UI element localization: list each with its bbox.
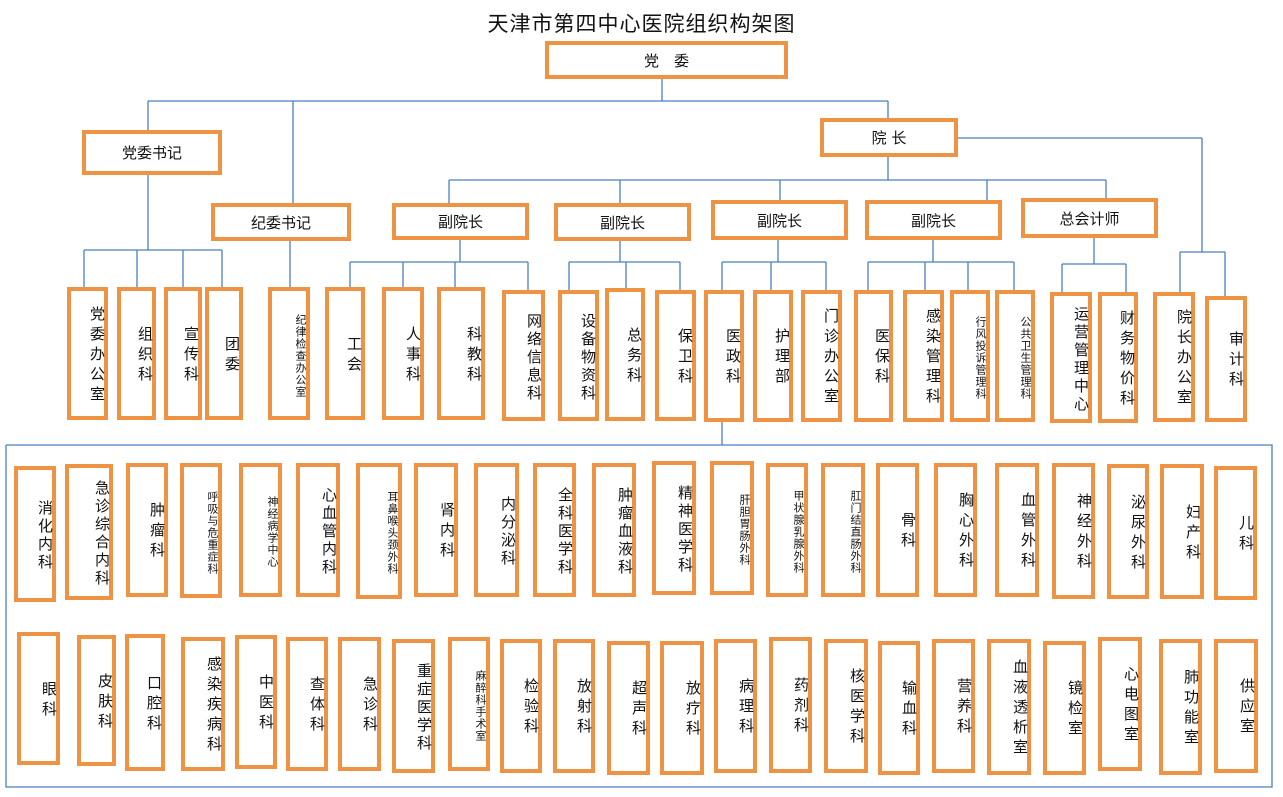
- party-committee-box: 党 委: [545, 41, 788, 79]
- party-unit: 团委: [205, 287, 243, 420]
- clinical-dept: 放射科: [553, 639, 595, 773]
- clinical-dept: 甲状腺乳腺外科: [766, 463, 808, 597]
- clinical-dept: 心血管内科: [296, 463, 340, 597]
- party-unit: 宣传科: [164, 287, 202, 420]
- clinical-dept: 骨科: [876, 463, 919, 597]
- clinical-dept: 肝胆胃肠外科: [710, 461, 754, 595]
- clinical-dept: 营养科: [932, 639, 975, 773]
- clinical-dept: 核医学科: [824, 639, 868, 773]
- clinical-dept: 肿瘤科: [126, 463, 168, 597]
- clinical-dept: 耳鼻喉头颈外科: [356, 463, 402, 599]
- clinical-dept: 麻醉科手术室: [448, 637, 490, 771]
- clinical-dept: 药剂科: [769, 637, 812, 773]
- clinical-dept: 妇产科: [1160, 464, 1204, 599]
- clinical-dept: 肾内科: [414, 463, 458, 597]
- discipline-unit: 纪律检查办公室: [268, 287, 310, 420]
- clinical-dept: 心电图室: [1098, 637, 1142, 771]
- discipline-secretary-box: 纪委书记: [211, 203, 351, 241]
- admin-unit: 公共卫生管理科: [995, 290, 1035, 422]
- clinical-dept: 泌尿外科: [1107, 464, 1149, 599]
- clinical-dept: 内分泌科: [474, 463, 519, 597]
- admin-unit: 医政科: [704, 290, 744, 422]
- clinical-dept: 病理科: [714, 639, 757, 773]
- clinical-dept: 检验科: [500, 639, 542, 773]
- clinical-dept: 神经外科: [1052, 463, 1095, 599]
- admin-unit: 总务科: [605, 288, 645, 421]
- clinical-dept: 口腔科: [125, 634, 165, 771]
- admin-unit: 护理部: [753, 290, 793, 422]
- admin-unit: 财务物价科: [1098, 292, 1138, 423]
- clinical-dept: 超声科: [607, 641, 650, 775]
- admin-unit: 工会: [325, 287, 365, 420]
- clinical-dept: 肛门结直肠外科: [821, 463, 865, 597]
- admin-unit: 行风投诉管理科: [950, 290, 990, 422]
- admin-unit: 人事科: [382, 287, 424, 420]
- clinical-dept: 血管外科: [995, 463, 1039, 597]
- president-box: 院 长: [820, 118, 958, 157]
- admin-unit: 门诊办公室: [801, 290, 842, 422]
- admin-unit: 保卫科: [655, 290, 696, 421]
- clinical-dept: 儿科: [1214, 466, 1257, 600]
- clinical-dept: 中医科: [235, 635, 277, 769]
- party-unit: 组织科: [117, 287, 156, 420]
- party-secretary-box: 党委书记: [82, 130, 222, 175]
- vice-president-box: 副院长: [392, 203, 529, 240]
- admin-unit: 设备物资科: [558, 290, 599, 421]
- admin-unit: 感染管理科: [903, 290, 944, 422]
- clinical-dept: 精神医学科: [652, 461, 696, 595]
- clinical-dept: 肺功能室: [1159, 639, 1202, 775]
- clinical-dept: 神经病学中心: [239, 463, 282, 597]
- clinical-dept: 输血科: [878, 641, 920, 775]
- clinical-dept: 急诊综合内科: [65, 464, 113, 600]
- vice-president-box: 副院长: [554, 203, 691, 241]
- admin-unit: 审计科: [1205, 296, 1247, 422]
- admin-unit: 运营管理中心: [1050, 292, 1092, 423]
- clinical-dept: 眼科: [17, 632, 60, 765]
- clinical-dept: 查体科: [286, 637, 328, 771]
- vice-president-box: 副院长: [711, 200, 848, 240]
- clinical-dept: 呼吸与危重症科: [180, 463, 222, 598]
- party-unit: 党委办公室: [67, 287, 108, 420]
- chief-accountant-box: 总会计师: [1021, 198, 1158, 238]
- chart-title: 天津市第四中心医院组织构架图: [487, 12, 796, 36]
- admin-unit: 院长办公室: [1153, 292, 1195, 422]
- clinical-dept: 重症医学科: [392, 639, 435, 773]
- clinical-dept: 供应室: [1214, 639, 1258, 773]
- vice-president-box: 副院长: [865, 200, 1002, 240]
- clinical-dept: 放疗科: [660, 641, 704, 775]
- admin-unit: 科教科: [437, 287, 485, 420]
- clinical-dept: 感染疾病科: [181, 637, 225, 771]
- admin-unit: 医保科: [854, 290, 893, 422]
- clinical-dept: 皮肤科: [77, 635, 116, 766]
- clinical-dept: 全科医学科: [533, 463, 576, 597]
- clinical-dept: 胸心外科: [934, 463, 977, 597]
- clinical-dept: 肿瘤血液科: [592, 463, 636, 597]
- clinical-dept: 血液透析室: [987, 639, 1031, 775]
- clinical-dept: 消化内科: [14, 466, 56, 602]
- admin-unit: 网络信息科: [502, 290, 545, 421]
- clinical-dept: 急诊科: [338, 637, 381, 771]
- clinical-dept: 镜检室: [1043, 641, 1086, 775]
